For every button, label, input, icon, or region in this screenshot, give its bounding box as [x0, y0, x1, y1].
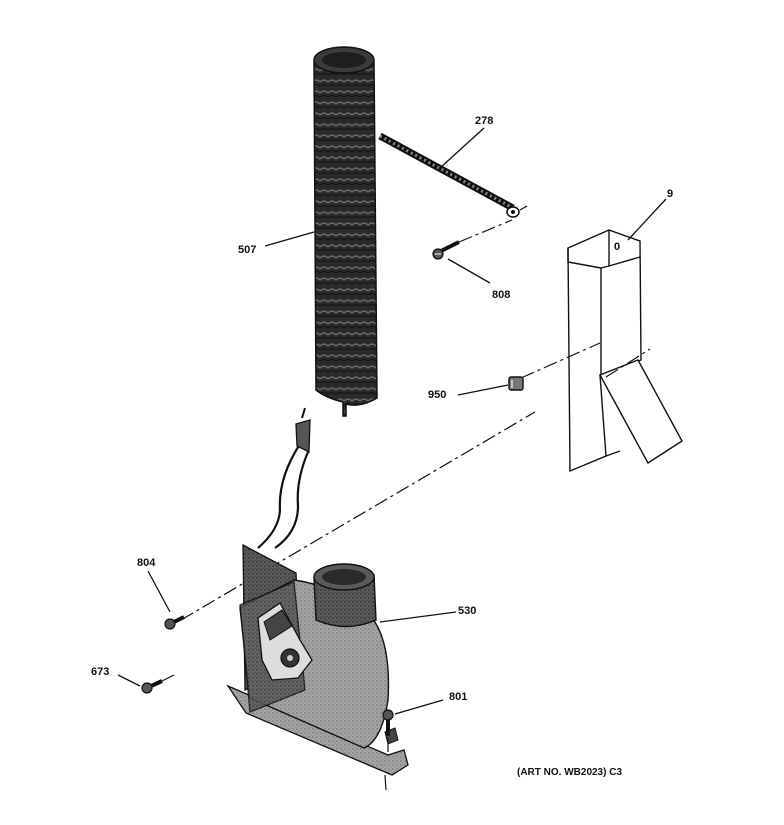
part-label-950: 950	[428, 389, 446, 401]
fan-assembly	[226, 543, 409, 791]
screw-804	[164, 615, 185, 630]
leader-808	[447, 258, 491, 284]
part-label-808: 808	[492, 289, 510, 301]
leader-801	[394, 699, 444, 715]
alignment-line-804	[180, 411, 536, 621]
leader-673	[117, 674, 141, 687]
tie-dash-line	[519, 205, 528, 211]
art-number: (ART NO. WB2023) C3	[517, 767, 622, 778]
leader-278	[439, 127, 485, 169]
leader-9	[627, 198, 667, 241]
screw-673	[141, 674, 175, 694]
leader-804	[147, 570, 171, 613]
bracket-mark: 0	[614, 241, 620, 253]
alignment-line-bracket	[605, 348, 651, 378]
part-label-9: 9	[667, 188, 673, 200]
alignment-line-950	[520, 342, 601, 379]
duct-hose	[313, 46, 378, 417]
leader-507	[264, 231, 315, 247]
part-label-673: 673	[91, 666, 109, 678]
part-label-507: 507	[238, 244, 256, 256]
screw-801	[382, 709, 394, 752]
leader-950	[457, 384, 509, 396]
wire-harness	[257, 407, 311, 549]
part-label-530: 530	[458, 605, 476, 617]
screw-808	[432, 219, 513, 260]
mounting-bracket: 0	[567, 229, 683, 473]
part-label-278: 278	[475, 115, 493, 127]
leader-530	[379, 611, 457, 623]
part-label-801: 801	[449, 691, 467, 703]
part-label-804: 804	[137, 557, 156, 569]
clip-950	[508, 376, 524, 391]
cable-tie	[378, 132, 520, 218]
